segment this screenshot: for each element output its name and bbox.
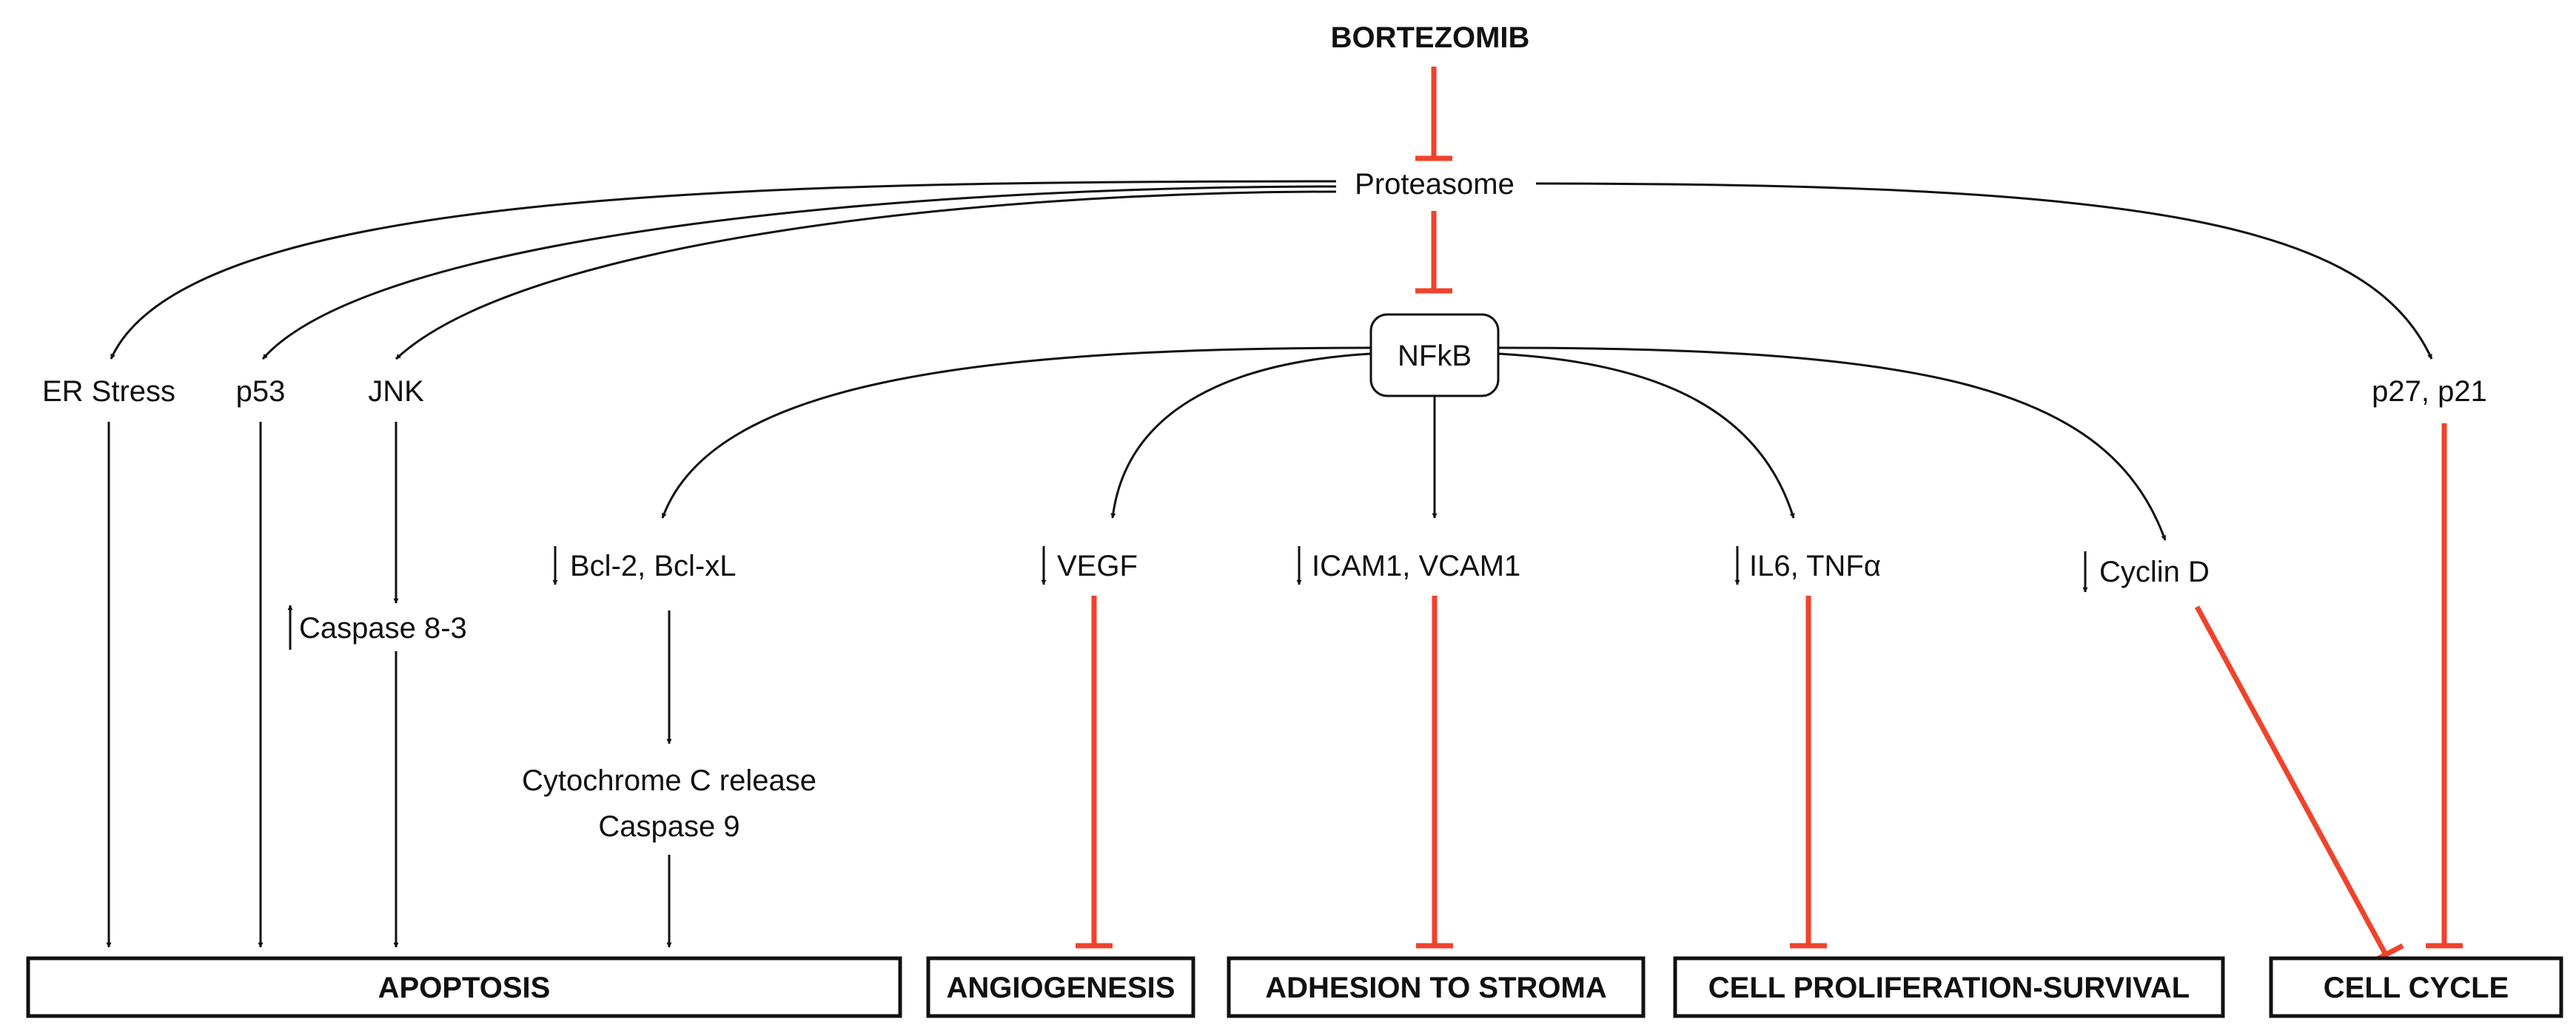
- proteasome-label: Proteasome: [1355, 168, 1515, 201]
- inhibit-proteasome-nfkb: [1415, 211, 1452, 294]
- icam-label: ICAM1, VCAM1: [1312, 550, 1520, 582]
- adhesion-label: ADHESION TO STROMA: [1265, 972, 1607, 1004]
- bortezomib-label: BORTEZOMIB: [1331, 21, 1530, 54]
- proliferation-label: CELL PROLIFERATION-SURVIVAL: [1708, 972, 2190, 1004]
- cell-cycle-box: CELL CYCLE: [2269, 956, 2563, 1018]
- inhibit-il6-proliferation: [1790, 596, 1827, 949]
- inhibit-cyclin-cell-cycle: [2194, 605, 2404, 966]
- il6-label: IL6, TNFα: [1749, 550, 1881, 582]
- arrow-proteasome-jnk: [395, 190, 1337, 360]
- arrow-nfkb-il6: [1497, 352, 1795, 519]
- bcl-label: Bcl-2, Bcl-xL: [570, 550, 737, 582]
- angiogenesis-box: ANGIOGENESIS: [926, 956, 1195, 1018]
- proliferation-box: CELL PROLIFERATION-SURVIVAL: [1673, 956, 2225, 1018]
- inhibit-bortezomib-proteasome: [1415, 67, 1452, 161]
- inhibit-p27-cell-cycle: [2426, 423, 2463, 949]
- er-stress-label: ER Stress: [42, 375, 175, 408]
- nfkb-label: NFkB: [1398, 340, 1472, 372]
- vegf-label: VEGF: [1057, 550, 1138, 582]
- p53-label: p53: [236, 375, 286, 408]
- angiogenesis-label: ANGIOGENESIS: [947, 972, 1175, 1004]
- arrow-proteasome-p27-p21: [1535, 182, 2433, 360]
- apoptosis-label: APOPTOSIS: [378, 972, 551, 1004]
- jnk-label: JNK: [368, 375, 424, 408]
- arrow-proteasome-p53: [261, 185, 1337, 360]
- caspase-8-3-label: Caspase 8-3: [299, 612, 467, 645]
- arrow-nfkb-vegf: [1110, 352, 1372, 519]
- arrow-nfkb-cyclin: [1497, 346, 2167, 541]
- inhibit-vegf-angiogenesis: [1076, 596, 1113, 949]
- p27-p21-label: p27, p21: [2372, 375, 2487, 408]
- apoptosis-box: APOPTOSIS: [26, 956, 902, 1018]
- cell-cycle-label: CELL CYCLE: [2324, 972, 2509, 1004]
- cytochrome-label: Cytochrome C release: [522, 764, 816, 797]
- arrow-nfkb-bcl: [661, 346, 1372, 519]
- cyclin-label: Cyclin D: [2099, 556, 2210, 588]
- nfkb-node: NFkB: [1369, 313, 1500, 397]
- caspase-9-label: Caspase 9: [598, 810, 739, 843]
- arrow-proteasome-er-stress: [110, 180, 1337, 360]
- inhibit-icam-adhesion: [1416, 596, 1453, 949]
- adhesion-box: ADHESION TO STROMA: [1227, 956, 1646, 1018]
